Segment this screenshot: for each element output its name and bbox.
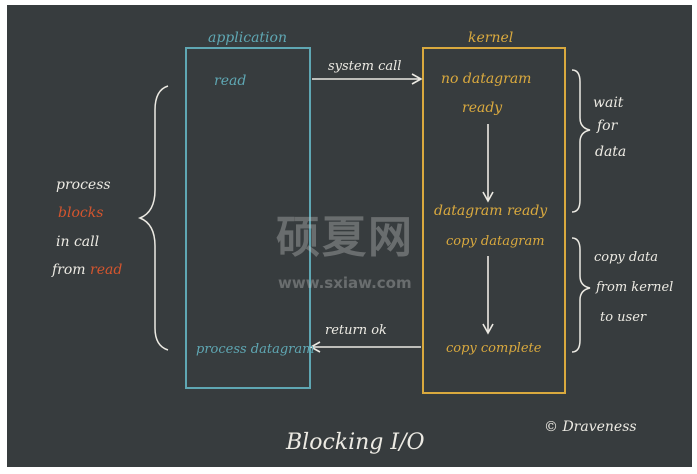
wait-label: wait	[593, 95, 624, 111]
return-ok-arrow	[309, 341, 421, 353]
from-kernel-label: from kernel	[596, 280, 674, 295]
kernel-box	[422, 47, 566, 394]
application-title: application	[208, 30, 287, 46]
no-datagram-label: no datagram	[441, 71, 532, 87]
copy-complete-label: copy complete	[446, 341, 542, 356]
process-datagram-label: process datagram	[196, 342, 315, 357]
credit-label: © Draveness	[544, 419, 637, 435]
for-label: for	[597, 118, 618, 134]
from-word: from	[52, 262, 91, 278]
process-brace	[137, 85, 169, 351]
return-ok-label: return ok	[325, 323, 387, 338]
system-call-arrow	[312, 73, 423, 85]
watermark-logo: 硕夏网	[276, 212, 414, 263]
read-label: read	[214, 73, 247, 89]
wait-brace	[571, 69, 591, 213]
to-user-label: to user	[600, 310, 647, 325]
datagram-ready-label: datagram ready	[434, 203, 548, 219]
data-label: data	[595, 144, 627, 160]
copy-datagram-label: copy datagram	[446, 234, 545, 249]
copy-data-label: copy data	[594, 250, 658, 265]
ready-label: ready	[462, 100, 503, 116]
wait-arrow	[482, 124, 494, 203]
blocks-label: blocks	[58, 205, 104, 221]
process-label: process	[56, 177, 111, 193]
footer-title: Blocking I/O	[286, 430, 425, 455]
kernel-title: kernel	[468, 30, 514, 46]
system-call-label: system call	[328, 59, 402, 74]
copy-arrow	[482, 256, 494, 335]
copy-brace	[571, 237, 591, 353]
blackboard	[7, 5, 692, 467]
in-call-label: in call	[56, 234, 100, 250]
from-read-label: from read	[52, 263, 122, 277]
application-box	[185, 47, 311, 389]
watermark-url: www.sxiaw.com	[278, 274, 412, 292]
read-word: read	[90, 262, 123, 278]
